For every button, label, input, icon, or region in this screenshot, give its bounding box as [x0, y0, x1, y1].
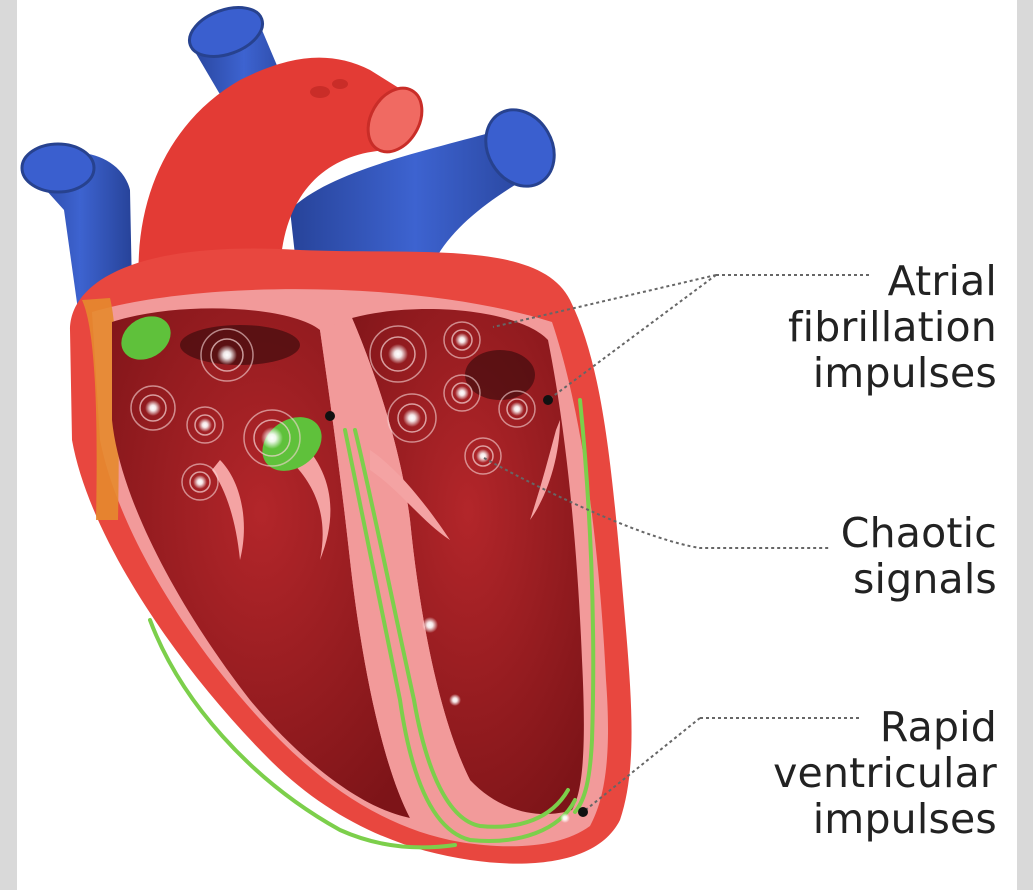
label-chaotic-signals: Chaotic signals: [841, 510, 997, 602]
label-rapid-ventricular-impulses: Rapid ventricular impulses: [773, 704, 997, 842]
label-line: impulses: [773, 796, 997, 842]
label-line: signals: [841, 556, 997, 602]
spark: [449, 694, 461, 706]
label-atrial-fibrillation-impulses: Atrial fibrillation impulses: [788, 258, 997, 396]
label-line: impulses: [788, 350, 997, 396]
spark: [422, 617, 438, 633]
label-line: Rapid: [773, 704, 997, 750]
label-line: fibrillation: [788, 304, 997, 350]
label-line: ventricular: [773, 750, 997, 796]
label-line: Atrial: [788, 258, 997, 304]
label-line: Chaotic: [841, 510, 997, 556]
spark: [560, 813, 570, 823]
